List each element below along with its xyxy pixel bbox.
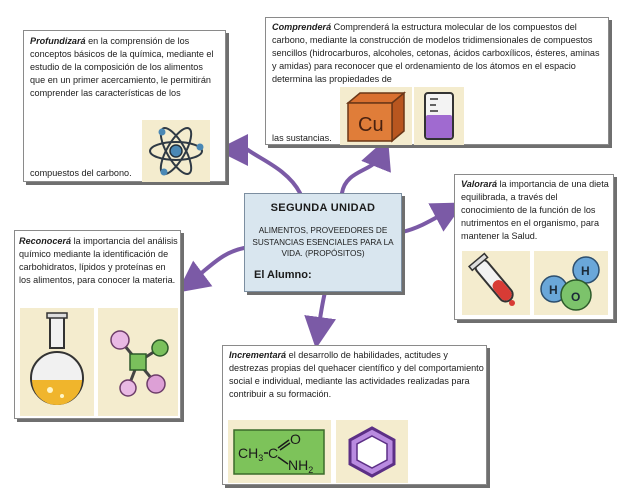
oxygen-label: O [571, 290, 580, 304]
molecule-model-picture [98, 308, 178, 416]
water-molecule-icon: H H O [540, 256, 600, 311]
formula-ch: CH [238, 445, 258, 461]
molecule-model-icon [110, 330, 169, 397]
svg-text:CH3: CH3 [238, 445, 263, 463]
incrementara-lead: Incrementará [229, 350, 287, 360]
profundizara-tail: compuestos del carbono. [30, 168, 132, 178]
formula-o: O [290, 431, 301, 447]
hydrogen-label-1: H [581, 264, 590, 278]
atom-picture [142, 120, 210, 182]
arrow-to-incrementara [304, 290, 336, 349]
svg-text:NH2: NH2 [288, 457, 313, 475]
center-subtitle: ALIMENTOS, PROVEEDORES DE SUSTANCIAS ESE… [252, 226, 394, 259]
arrow-to-valorara [400, 202, 465, 234]
comprendera-tail: las sustancias. [272, 133, 332, 143]
test-tube-icon [467, 252, 515, 306]
flask-icon [30, 312, 84, 405]
reconocera-text: Reconocerá la importancia del análisis q… [19, 235, 179, 287]
reconocera-lead: Reconocerá [19, 236, 72, 246]
valorara-text: Valorará la importancia de una dieta equ… [461, 178, 611, 243]
beaker-picture [414, 87, 464, 145]
comprendera-box: Comprenderá Comprenderá la estructura mo… [265, 17, 609, 145]
arrow-to-profundizara [216, 133, 302, 195]
copper-cube-icon: Cu [345, 91, 407, 143]
copper-cube-picture: Cu [340, 87, 412, 145]
flask-picture [20, 308, 94, 416]
profundizara-box: Profundizará en la comprensión de los co… [23, 30, 226, 182]
beaker-icon [424, 92, 454, 140]
incrementara-box: Incrementará el desarrollo de habilidade… [222, 345, 487, 485]
formula-c: C [268, 445, 278, 461]
arrow-to-comprendera [340, 137, 391, 195]
atom-icon [149, 127, 204, 176]
test-tube-picture [462, 251, 530, 315]
profundizara-lead: Profundizará [30, 36, 86, 46]
benzene-icon [348, 426, 396, 478]
formula-nh: NH [288, 457, 308, 473]
valorara-box: Valorará la importancia de una dieta equ… [454, 174, 614, 320]
profundizara-body: en la comprensión de los conceptos básic… [30, 36, 214, 99]
comprendera-text: Comprenderá Comprenderá la estructura mo… [272, 21, 605, 86]
comprendera-lead: Comprenderá [272, 22, 332, 32]
valorara-lead: Valorará [461, 179, 498, 189]
valorara-body: la importancia de una dieta equilibrada,… [461, 179, 609, 242]
benzene-picture [336, 420, 408, 483]
arrow-to-reconocera [177, 246, 246, 293]
center-title: SEGUNDA UNIDAD [270, 202, 376, 214]
reconocera-box: Reconocerá la importancia del análisis q… [14, 230, 181, 419]
incrementara-text: Incrementará el desarrollo de habilidade… [229, 349, 485, 401]
acetamide-formula-icon: CH3 C O NH2 [233, 429, 325, 475]
water-molecule-picture: H H O [534, 251, 608, 315]
comprendera-body: Comprenderá la estructura molecular de l… [272, 22, 600, 85]
acetamide-picture: CH3 C O NH2 [228, 420, 331, 483]
incrementara-body: el desarrollo de habilidades, actitudes … [229, 350, 484, 400]
center-footer: El Alumno: [254, 269, 312, 281]
copper-symbol: Cu [358, 114, 384, 136]
reconocera-body: la importancia del análisis químico medi… [19, 236, 178, 286]
profundizara-text: Profundizará en la comprensión de los co… [30, 35, 220, 100]
formula-sub3: 3 [258, 453, 263, 463]
formula-sub2: 2 [308, 465, 313, 475]
hydrogen-label-2: H [549, 283, 558, 297]
center-segunda-unidad: SEGUNDA UNIDAD ALIMENTOS, PROVEEDORES DE… [244, 193, 402, 292]
